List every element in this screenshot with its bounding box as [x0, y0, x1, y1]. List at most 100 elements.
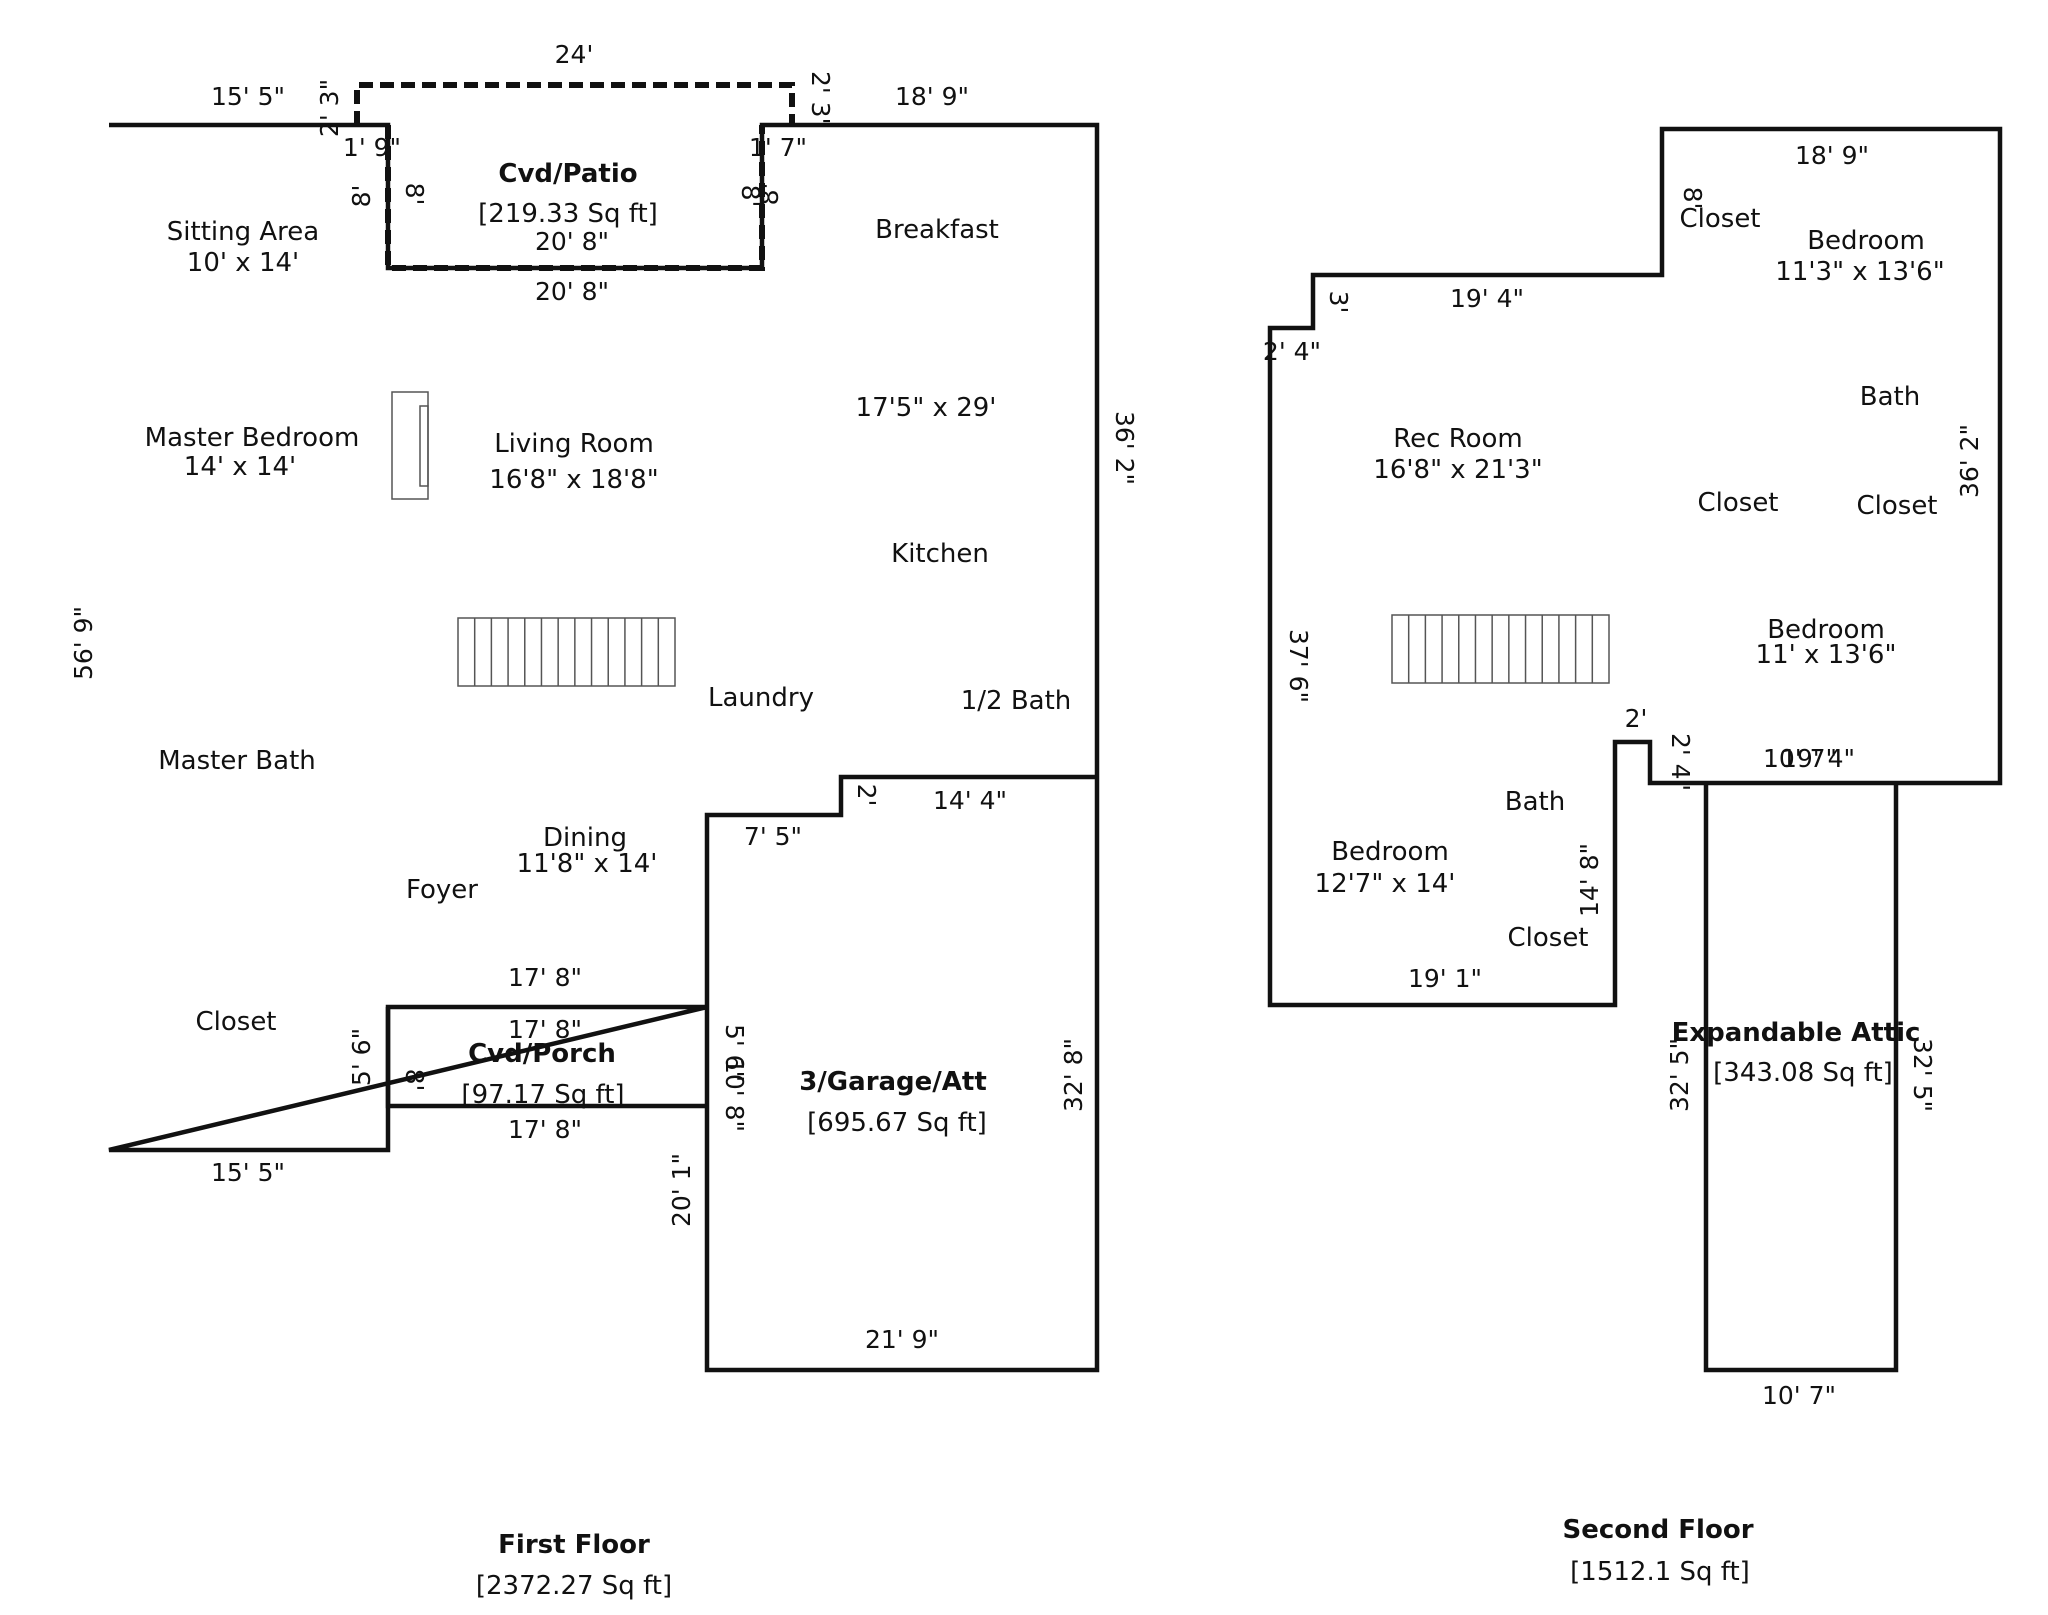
- dim-bath-14-8: 14' 8": [1575, 843, 1604, 917]
- room-label-kitchen: Kitchen: [891, 539, 989, 569]
- dim-right-36-2: 36' 2": [1110, 411, 1139, 485]
- first-floor-title: First Floor: [498, 1530, 650, 1560]
- second-floor-labels: Closet Bedroom 11'3" x 13'6" Bath Rec Ro…: [1315, 204, 1945, 1587]
- dim-garage-20-1: 20' 1": [667, 1153, 696, 1227]
- room-label-living-room: Living Room: [494, 429, 654, 459]
- stair-outline: [457, 617, 676, 687]
- dim-notch-2-4: 2' 4": [1666, 733, 1695, 791]
- room-label-rec-room: Rec Room: [1393, 424, 1523, 454]
- second-floor-outline: [1267, 126, 2003, 1008]
- dim-porch-5-6: 5' 6": [347, 1028, 376, 1086]
- dim-attic-32-5-right: 32' 5": [1908, 1038, 1937, 1112]
- room-label-sitting-area: Sitting Area: [167, 217, 319, 247]
- dim-garage-32-8: 32' 8": [1059, 1038, 1088, 1112]
- dim-porch-10-8: 10' 8": [720, 1058, 749, 1132]
- dim-porch-8: 8': [400, 1069, 429, 1092]
- patio-inner-outline: [385, 125, 765, 271]
- room-label-closet-mid: Closet: [1697, 488, 1778, 518]
- dim-porch-17-8-top: 17' 8": [508, 963, 582, 992]
- dim-top-left-15-5: 15' 5": [211, 82, 285, 111]
- dim-ten-7-overlap: 19' 4": [1781, 744, 1855, 773]
- room-label-closet-first: Closet: [195, 1007, 276, 1037]
- porch-area: [97.17 Sq ft]: [461, 1080, 624, 1110]
- second-floor-dimensions: 18' 9" 8' 3' 19' 4" 2' 4" 36' 2" 37' 6" …: [1263, 141, 1984, 1410]
- dim-patio-20-8-outer: 20' 8": [535, 277, 609, 306]
- dim-patio-20-8-inner: 20' 8": [535, 227, 609, 256]
- room-size-master-bedroom: 14' x 14': [184, 452, 296, 482]
- dim-closet-8: 8': [1678, 187, 1707, 210]
- patio-outline: [354, 82, 795, 125]
- second-floor-title: Second Floor: [1562, 1515, 1753, 1545]
- dim-porch-5-6-right: 5' 6": [720, 1024, 749, 1082]
- dim-top-right-18-9: 18' 9": [895, 82, 969, 111]
- porch-outline: [385, 1007, 707, 1109]
- room-label-bedroom-3: Bedroom: [1331, 837, 1449, 867]
- patio-area: [219.33 Sq ft]: [478, 199, 658, 229]
- second-floor-plan: [1267, 126, 2003, 1373]
- dim-patio-8-a: 8': [347, 185, 376, 208]
- dim-patio-1-9: 1' 9": [343, 133, 401, 162]
- room-label-foyer: Foyer: [406, 875, 478, 905]
- dim-patio-8-d: 8': [755, 183, 784, 206]
- dim-attic-10-7: 10' 7": [1762, 1381, 1836, 1410]
- dim-bottom-19-1: 19' 1": [1408, 964, 1482, 993]
- dim-patio-2-3-left: 2' 3": [315, 79, 344, 137]
- stairs-first-floor-icon: [457, 617, 676, 687]
- dim-step-2-4: 2' 4": [1263, 337, 1321, 366]
- attic-label: Expandable Attic: [1672, 1018, 1921, 1048]
- dim-porch-17-8-mid: 17' 8": [508, 1015, 582, 1044]
- dim-left-37-6: 37' 6": [1284, 629, 1313, 703]
- room-size-bedroom-1: 11'3" x 13'6": [1775, 257, 1944, 287]
- dim-top-19-4: 19' 4": [1450, 284, 1524, 313]
- garage-area: [695.67 Sq ft]: [807, 1108, 987, 1138]
- stairs-second-floor-icon: [1391, 614, 1610, 684]
- dim-left-56-9: 56' 9": [69, 606, 98, 680]
- porch-label: Cvd/Porch: [468, 1039, 616, 1069]
- room-label-bath-1: Bath: [1860, 382, 1920, 412]
- dim-patio-8-b: 8': [400, 183, 429, 206]
- room-size-sitting-area: 10' x 14': [187, 248, 299, 278]
- patio-label: Cvd/Patio: [498, 159, 637, 189]
- room-size-bedroom-2: 11' x 13'6": [1756, 640, 1897, 670]
- room-size-kitchen: 17'5" x 29': [856, 393, 997, 423]
- room-label-bedroom-1: Bedroom: [1807, 226, 1925, 256]
- room-label-bath-2: Bath: [1505, 787, 1565, 817]
- room-label-closet-bottom: Closet: [1507, 923, 1588, 953]
- dim-top-24: 24': [555, 40, 594, 69]
- room-label-dining: Dining: [543, 823, 627, 853]
- garage-label: 3/Garage/Att: [799, 1067, 987, 1097]
- dim-garage-2: 2': [852, 784, 881, 807]
- room-label-half-bath: 1/2 Bath: [961, 686, 1072, 716]
- dim-attic-32-5-left: 32' 5": [1665, 1038, 1694, 1112]
- first-floor-dimensions: 24' 15' 5" 18' 9" 2' 3" 2' 3" 1' 9" 1' 7…: [69, 40, 1139, 1354]
- first-floor-area: [2372.27 Sq ft]: [476, 1571, 672, 1601]
- dim-garage-14-4: 14' 4": [933, 786, 1007, 815]
- dim-step-3: 3': [1324, 291, 1353, 314]
- room-label-master-bath: Master Bath: [158, 746, 316, 776]
- room-label-bedroom-2: Bedroom: [1767, 615, 1885, 645]
- dim-right-36-2-second: 36' 2": [1955, 424, 1984, 498]
- room-size-rec-room: 16'8" x 21'3": [1373, 455, 1542, 485]
- dim-garage-21-9: 21' 9": [865, 1325, 939, 1354]
- dim-porch-17-8-bottom: 17' 8": [508, 1115, 582, 1144]
- second-floor-area: [1512.1 Sq ft]: [1570, 1557, 1750, 1587]
- room-label-master-bedroom: Master Bedroom: [145, 423, 360, 453]
- dim-top-18-9: 18' 9": [1795, 141, 1869, 170]
- dim-patio-2-3-right: 2' 3": [806, 71, 835, 129]
- first-floor-labels: Sitting Area 10' x 14' Master Bedroom 14…: [145, 159, 1072, 1601]
- room-label-closet-right: Closet: [1856, 491, 1937, 521]
- room-label-breakfast: Breakfast: [875, 215, 999, 245]
- dim-garage-7-5: 7' 5": [744, 822, 802, 851]
- room-label-closet-top: Closet: [1679, 204, 1760, 234]
- room-size-dining: 11'8" x 14': [517, 849, 658, 879]
- dim-bottom-15-5: 15' 5": [211, 1158, 285, 1187]
- fireplace-icon: [391, 391, 429, 500]
- first-floor-plan: [108, 82, 1100, 1373]
- room-size-living-room: 16'8" x 18'8": [489, 465, 658, 495]
- first-floor-outline: [108, 122, 1100, 1373]
- attic-area: [343.08 Sq ft]: [1713, 1058, 1893, 1088]
- dim-patio-8-c: 8': [736, 185, 765, 208]
- dim-patio-1-7: 1' 7": [749, 133, 807, 162]
- stair-outline: [1391, 614, 1610, 684]
